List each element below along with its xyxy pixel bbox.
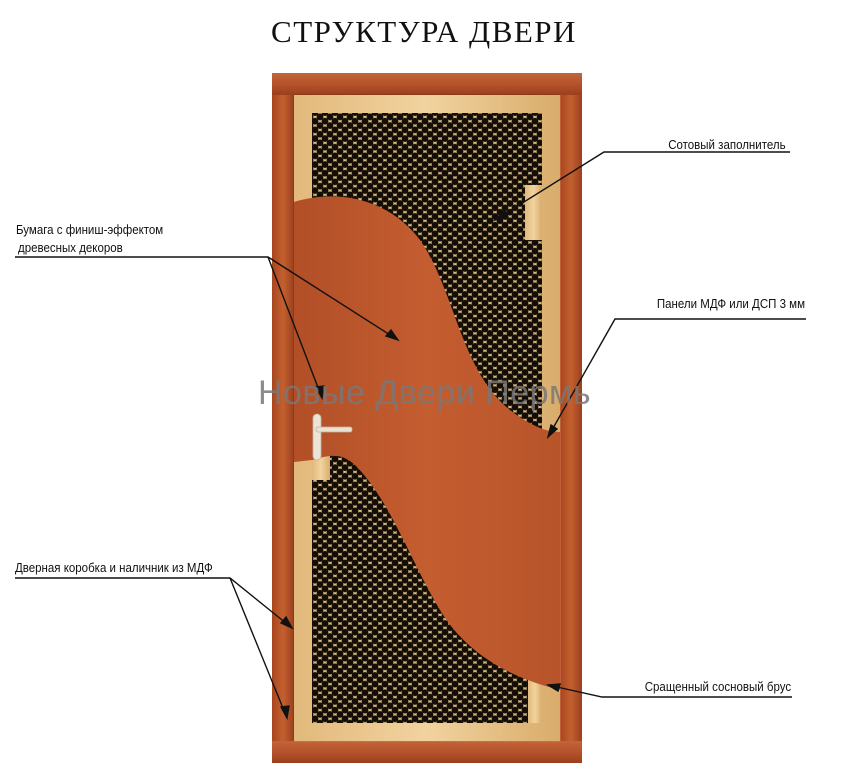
watermark: Новые Двери Пермь [258, 374, 592, 412]
label-panels: Панели МДФ или ДСП 3 мм [656, 297, 805, 311]
label-paper-line1: Бумага с финиш-эффектом [16, 223, 164, 237]
leader-lines [15, 151, 806, 721]
label-frame: Дверная коробка и наличник из МДФ [15, 561, 213, 575]
label-honeycomb: Сотовый заполнитель [668, 138, 786, 152]
door-handle[interactable] [312, 413, 353, 461]
page-title: СТРУКТУРА ДВЕРИ [271, 14, 577, 49]
label-pine: Сращенный сосновый брус [644, 680, 791, 694]
label-paper-line2: древесных декоров [18, 241, 123, 255]
mdf-panel [294, 196, 560, 690]
